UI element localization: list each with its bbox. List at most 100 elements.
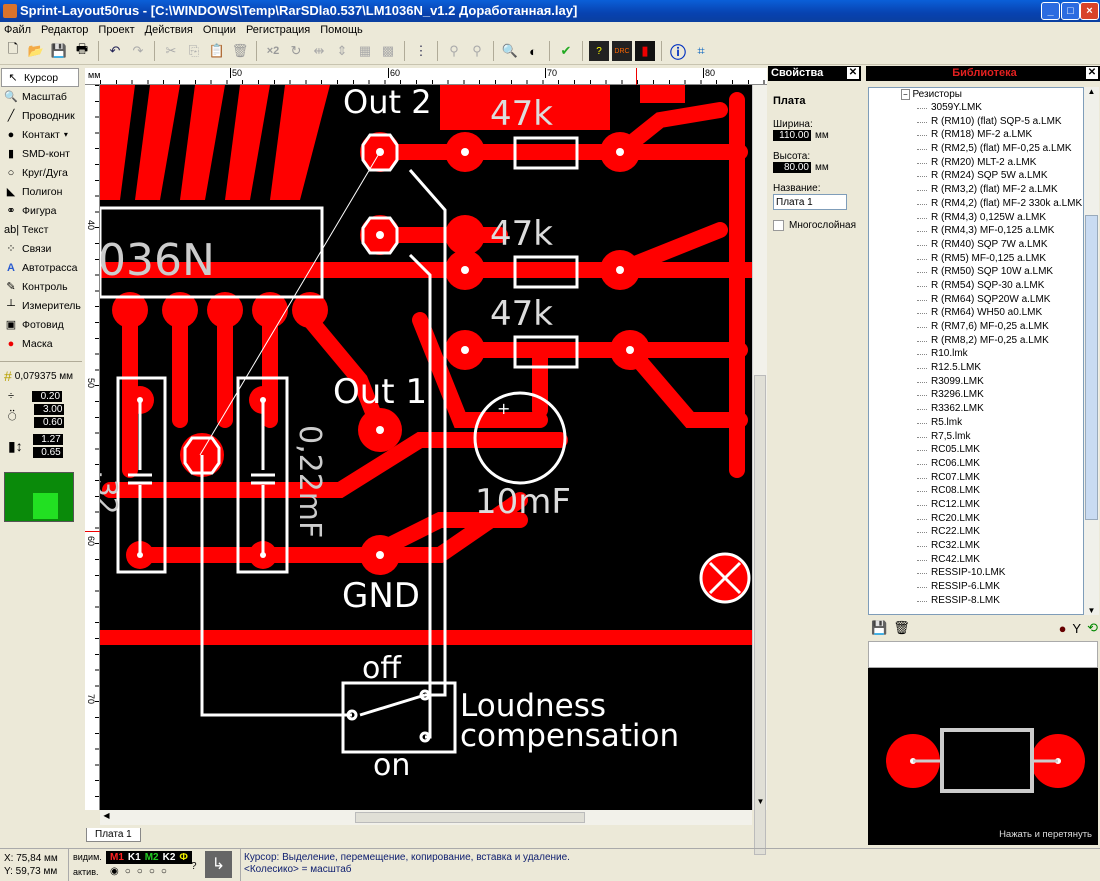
lock-icon[interactable]: ⚲ xyxy=(449,43,459,58)
library-item[interactable]: RC42.LMK xyxy=(869,553,1083,567)
redo-icon[interactable]: ↷ xyxy=(132,43,144,58)
cut-icon[interactable]: ✂ xyxy=(165,43,177,58)
tool-track[interactable]: ╱Проводник xyxy=(0,106,82,125)
library-item[interactable]: R7,5.lmk xyxy=(869,430,1083,444)
track-width-field[interactable]: 0.20 xyxy=(32,390,63,402)
library-item[interactable]: 3059Y.LMK xyxy=(869,101,1083,115)
multilayer-checkbox[interactable] xyxy=(773,220,784,231)
print-icon[interactable]: 🖶 xyxy=(75,41,89,56)
library-item[interactable]: R (RM4,3) 0,125W a.LMK xyxy=(869,211,1083,225)
tool-cursor[interactable]: ↖Курсор xyxy=(1,68,79,87)
library-item[interactable]: R (RM5) MF-0,125 a.LMK xyxy=(869,252,1083,266)
close-properties-button[interactable]: ✕ xyxy=(847,67,859,79)
scroll-left-icon[interactable]: ◀ xyxy=(103,811,110,820)
width-field[interactable]: 110.00 xyxy=(773,130,811,141)
library-item[interactable]: R (RM3,2) (flat) MF-2 a.LMK xyxy=(869,183,1083,197)
library-item[interactable]: R (RM7,6) MF-0,25 a.LMK xyxy=(869,320,1083,334)
unlock-icon[interactable]: ⚲ xyxy=(472,43,482,58)
library-item[interactable]: RC06.LMK xyxy=(869,457,1083,471)
tool-connections[interactable]: ⁘Связи xyxy=(0,239,82,258)
library-item[interactable]: R3296.LMK xyxy=(869,388,1083,402)
library-item[interactable]: R3362.LMK xyxy=(869,402,1083,416)
layer-f[interactable]: Ф xyxy=(179,852,188,863)
canvas-vertical-scrollbar[interactable]: ▼ xyxy=(752,85,767,855)
library-item[interactable]: RESSIP-6.LMK xyxy=(869,580,1083,594)
scroll-up-icon[interactable]: ▲ xyxy=(1087,87,1096,96)
tool-circle[interactable]: ○Круг/Дуга xyxy=(0,163,82,182)
menu-file[interactable]: Файл xyxy=(4,24,32,36)
tool-test[interactable]: ✎Контроль xyxy=(0,277,82,296)
scan-icon[interactable]: ⌗ xyxy=(697,43,705,58)
library-item[interactable]: RESSIP-10.LMK xyxy=(869,566,1083,580)
library-item[interactable]: RC07.LMK xyxy=(869,471,1083,485)
library-item[interactable]: RESSIP-8.LMK xyxy=(869,594,1083,608)
info-icon[interactable]: ⓘ xyxy=(669,45,686,62)
library-item[interactable]: RC08.LMK xyxy=(869,484,1083,498)
mask-layer-icon[interactable]: ▮ xyxy=(635,41,655,61)
board-name-input[interactable] xyxy=(773,194,847,210)
library-item[interactable]: R (RM64) WH50 a0.LMK xyxy=(869,306,1083,320)
scroll-thumb[interactable] xyxy=(355,812,585,823)
info-check-icon[interactable]: ? xyxy=(589,41,609,61)
library-item[interactable]: R (RM10) (flat) SQP-5 a.LMK xyxy=(869,115,1083,129)
radio-m2[interactable]: ○ xyxy=(136,866,143,877)
library-item[interactable]: R12.5.LMK xyxy=(869,361,1083,375)
mirror-v-icon[interactable]: ⇕ xyxy=(336,43,348,58)
smd-width-field[interactable]: 1.27 xyxy=(32,434,63,445)
library-item[interactable]: R (RM4,2) (flat) MF-2 330k a.LMK xyxy=(869,197,1083,211)
tree-folder-resistors[interactable]: − Резисторы xyxy=(869,88,1083,101)
new-icon[interactable]: 🗋 xyxy=(7,41,19,56)
radio-k1[interactable]: ○ xyxy=(124,866,131,877)
tool-mask[interactable]: ●Маска xyxy=(0,334,82,353)
grid-setting[interactable]: # 0,079375 мм xyxy=(4,368,80,384)
rotate-icon[interactable]: ↻ xyxy=(290,43,302,58)
tab-board-1[interactable]: Плата 1 xyxy=(86,828,141,842)
tools-icon[interactable]: Y xyxy=(1072,620,1082,636)
drc-icon[interactable]: DRC xyxy=(612,41,632,61)
scroll-down-icon[interactable]: ▼ xyxy=(1087,606,1096,615)
menu-actions[interactable]: Действия xyxy=(144,24,193,36)
library-item[interactable]: RC05.LMK xyxy=(869,443,1083,457)
tool-polygon[interactable]: ◣Полигон xyxy=(0,182,82,201)
library-item[interactable]: R (RM20) MLT-2 a.LMK xyxy=(869,156,1083,170)
paste-icon[interactable]: 📋 xyxy=(208,43,226,58)
radio-f[interactable]: ○ xyxy=(160,866,167,877)
pad-inner-field[interactable]: 0.60 xyxy=(34,417,65,428)
maximize-button[interactable]: □ xyxy=(1061,2,1080,20)
tool-pad[interactable]: ●Контакт▾ xyxy=(0,125,82,144)
smd-height-field[interactable]: 0.65 xyxy=(32,447,63,458)
open-icon[interactable]: 📂 xyxy=(27,43,45,58)
trash-icon[interactable]: 🗑 xyxy=(893,620,910,635)
tool-measure[interactable]: ┴Измеритель xyxy=(0,296,82,315)
library-item[interactable]: R (RM8,2) MF-0,25 a.LMK xyxy=(869,334,1083,348)
library-item[interactable]: RC32.LMK xyxy=(869,539,1083,553)
height-field[interactable]: 80.00 xyxy=(773,162,811,173)
minimize-button[interactable]: _ xyxy=(1041,2,1060,20)
group-icon[interactable]: ▦ xyxy=(358,43,372,58)
close-library-button[interactable]: ✕ xyxy=(1086,67,1098,79)
transparency-icon[interactable]: ◐ xyxy=(529,43,537,59)
library-item[interactable]: R10.lmk xyxy=(869,347,1083,361)
library-item[interactable]: R (RM54) SQP-30 a.LMK xyxy=(869,279,1083,293)
tool-zoom[interactable]: 🔍Масштаб xyxy=(0,87,82,106)
scroll-thumb[interactable] xyxy=(754,375,766,855)
layer-m1[interactable]: M1 xyxy=(110,852,124,863)
library-item[interactable]: R3099.LMK xyxy=(869,375,1083,389)
library-item[interactable]: R (RM2,5) (flat) MF-0,25 a.LMK xyxy=(869,142,1083,156)
undo-icon[interactable]: ↶ xyxy=(109,43,121,58)
library-item[interactable]: R (RM64) SQP20W a.LMK xyxy=(869,293,1083,307)
scroll-down-icon[interactable]: ▼ xyxy=(756,797,765,806)
library-item[interactable]: R (RM50) SQP 10W a.LMK xyxy=(869,265,1083,279)
pcb-canvas[interactable]: Out 2 47k 47k 47k 036N Out 1 0,22mF ,32 … xyxy=(100,85,752,810)
connections-icon[interactable]: ⋮ xyxy=(414,43,428,58)
library-item[interactable]: RC20.LMK xyxy=(869,512,1083,526)
layer-k1[interactable]: K1 xyxy=(127,852,141,863)
duplicate-icon[interactable]: ×2 xyxy=(266,45,280,57)
tool-photoview[interactable]: ▣Фотовид xyxy=(0,315,82,334)
radio-k2[interactable]: ○ xyxy=(148,866,155,877)
menu-project[interactable]: Проект xyxy=(98,24,135,36)
align-icon[interactable]: ▩ xyxy=(381,43,395,58)
mirror-h-icon[interactable]: ⇹ xyxy=(313,43,325,58)
component-preview[interactable]: Нажать и перетянуть xyxy=(868,668,1098,845)
